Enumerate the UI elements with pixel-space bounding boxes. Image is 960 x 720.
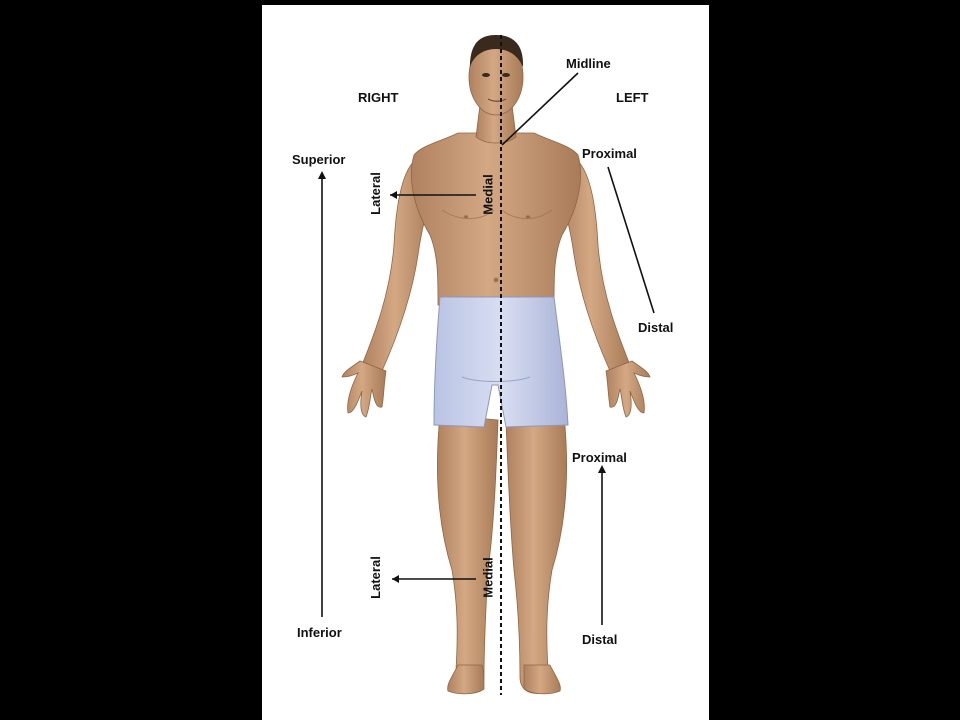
distal-arm-label: Distal bbox=[638, 321, 673, 334]
left-side-label: LEFT bbox=[616, 91, 649, 104]
inferior-label: Inferior bbox=[297, 626, 342, 639]
proximal-leg-label: Proximal bbox=[572, 451, 627, 464]
midline-label: Midline bbox=[566, 57, 611, 70]
anatomical-figure-illustration bbox=[262, 5, 709, 720]
distal-leg-label: Distal bbox=[582, 633, 617, 646]
medial-lower-label: Medial bbox=[482, 557, 495, 597]
right-side-label: RIGHT bbox=[358, 91, 398, 104]
head bbox=[469, 35, 523, 115]
feet bbox=[448, 665, 561, 694]
lateral-upper-label: Lateral bbox=[369, 172, 382, 215]
proximal-arm-label: Proximal bbox=[582, 147, 637, 160]
lateral-lower-label: Lateral bbox=[369, 556, 382, 599]
diagram-panel: Midline RIGHT LEFT Superior Inferior Pro… bbox=[262, 5, 709, 720]
medial-upper-label: Medial bbox=[482, 174, 495, 214]
superior-label: Superior bbox=[292, 153, 345, 166]
